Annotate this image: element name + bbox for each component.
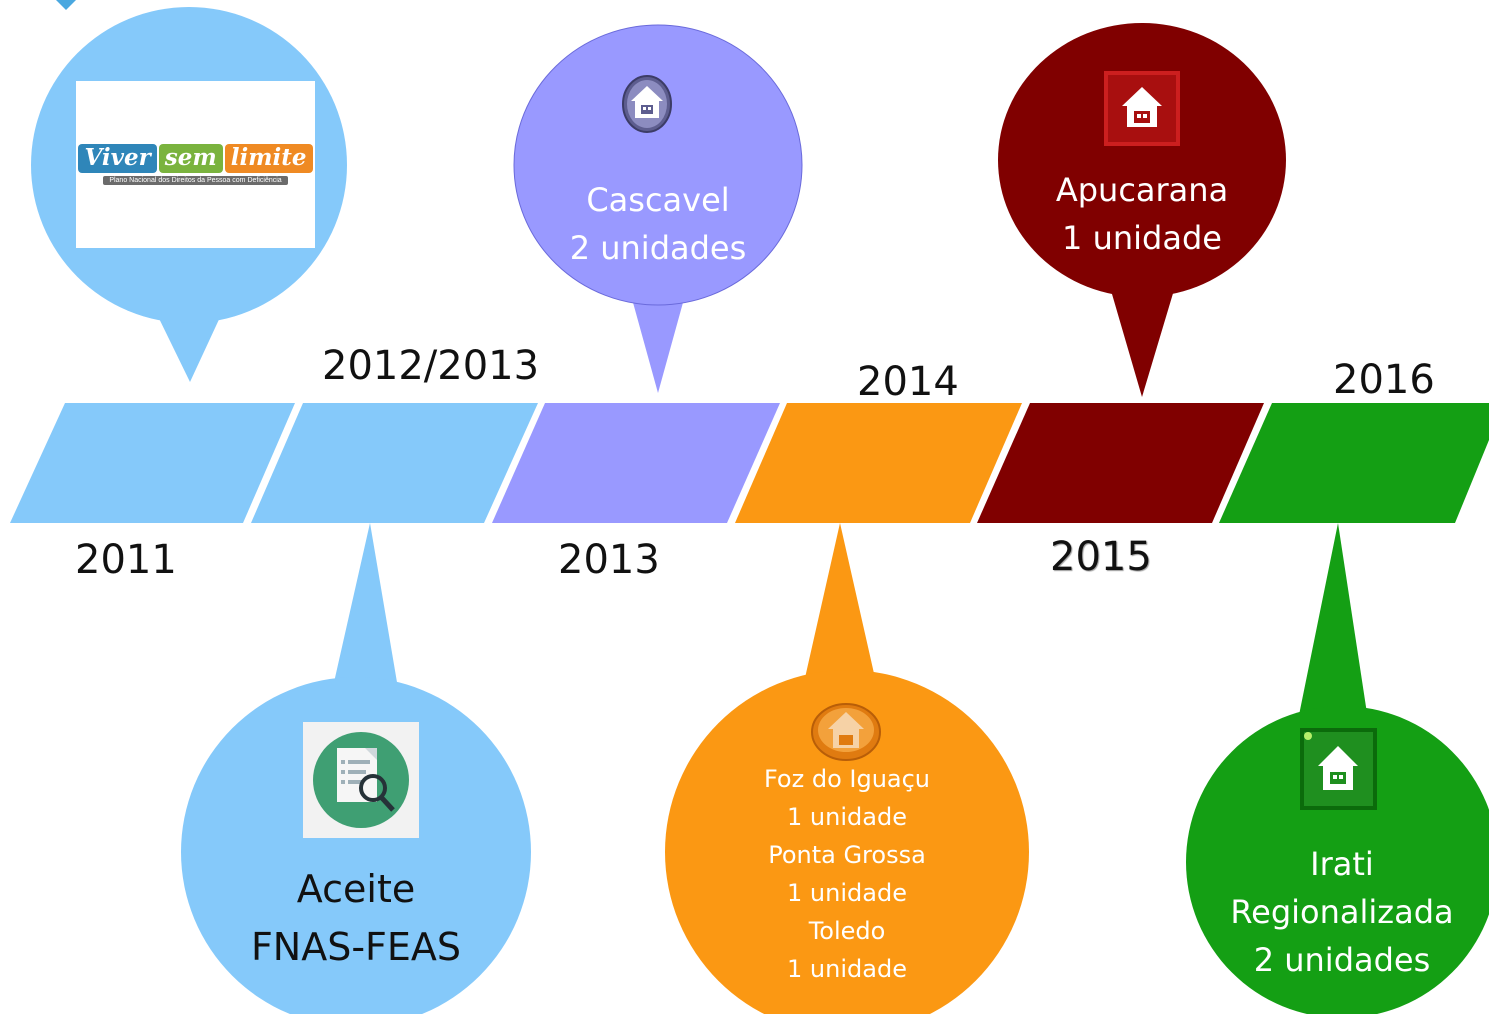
irati-type: Regionalizada [1230, 893, 1454, 931]
year-label-2015: 2015 [1050, 534, 1152, 580]
apucarana-label: Apucarana 1 unidade [1032, 166, 1252, 262]
apucarana-city: Apucarana [1055, 171, 1229, 209]
bubble-irati [1186, 523, 1489, 1014]
timeline-segment-2016 [1219, 403, 1489, 523]
foz-line-2: 1 unidade [787, 803, 907, 831]
logo-subtitle: Plano Nacional dos Direitos da Pessoa co… [103, 175, 288, 185]
foz-label: Foz do Iguaçu 1 unidade Ponta Grossa 1 u… [717, 760, 977, 988]
logo-word-sem: sem [158, 144, 223, 173]
irati-label: Irati Regionalizada 2 unidades [1212, 840, 1472, 984]
foz-line-3: Ponta Grossa [768, 841, 926, 869]
timeline-segment-2015 [977, 403, 1264, 523]
foz-line-4: 1 unidade [787, 879, 907, 907]
bubble-foz [665, 523, 1029, 1014]
apucarana-units: 1 unidade [1062, 219, 1222, 257]
year-label-2014: 2014 [857, 359, 959, 405]
aceite-subtitle: FNAS-FEAS [250, 925, 462, 969]
timeline-segment-2011 [10, 403, 295, 523]
irati-city: Irati [1310, 845, 1374, 883]
cascavel-units: 2 unidades [569, 229, 747, 267]
year-label-2013: 2013 [558, 537, 660, 583]
irati-units: 2 unidades [1253, 941, 1431, 979]
house-icon [1104, 71, 1180, 146]
bubble-cascavel [513, 24, 803, 393]
foz-line-1: Foz do Iguaçu [763, 765, 931, 793]
aceite-title: Aceite [296, 867, 416, 911]
viver-sem-limite-logo: Viver sem limite Plano Nacional dos Dire… [76, 81, 315, 248]
foz-line-5: Toledo [808, 917, 886, 945]
year-label-2012-2013: 2012/2013 [322, 343, 540, 389]
bubble-aceite [181, 523, 531, 1014]
foz-line-6: 1 unidade [787, 955, 907, 983]
year-label-2011: 2011 [75, 537, 177, 583]
cascavel-label: Cascavel 2 unidades [540, 176, 776, 272]
cascavel-city: Cascavel [586, 181, 730, 219]
logo-word-viver: Viver [78, 144, 157, 173]
aceite-label: Aceite FNAS-FEAS [236, 860, 476, 976]
bubble-apucarana [998, 23, 1286, 397]
document-search-icon [303, 722, 419, 838]
logo-word-limite: limite [224, 144, 313, 173]
house-icon [808, 702, 884, 762]
timeline-segment-2013 [492, 403, 780, 523]
year-label-2016: 2016 [1333, 357, 1435, 403]
house-icon [621, 74, 673, 134]
corner-decoration [56, 0, 76, 10]
timeline-segment-2012-2013 [251, 403, 538, 523]
house-icon [1300, 728, 1377, 810]
timeline-segment-2014 [735, 403, 1022, 523]
